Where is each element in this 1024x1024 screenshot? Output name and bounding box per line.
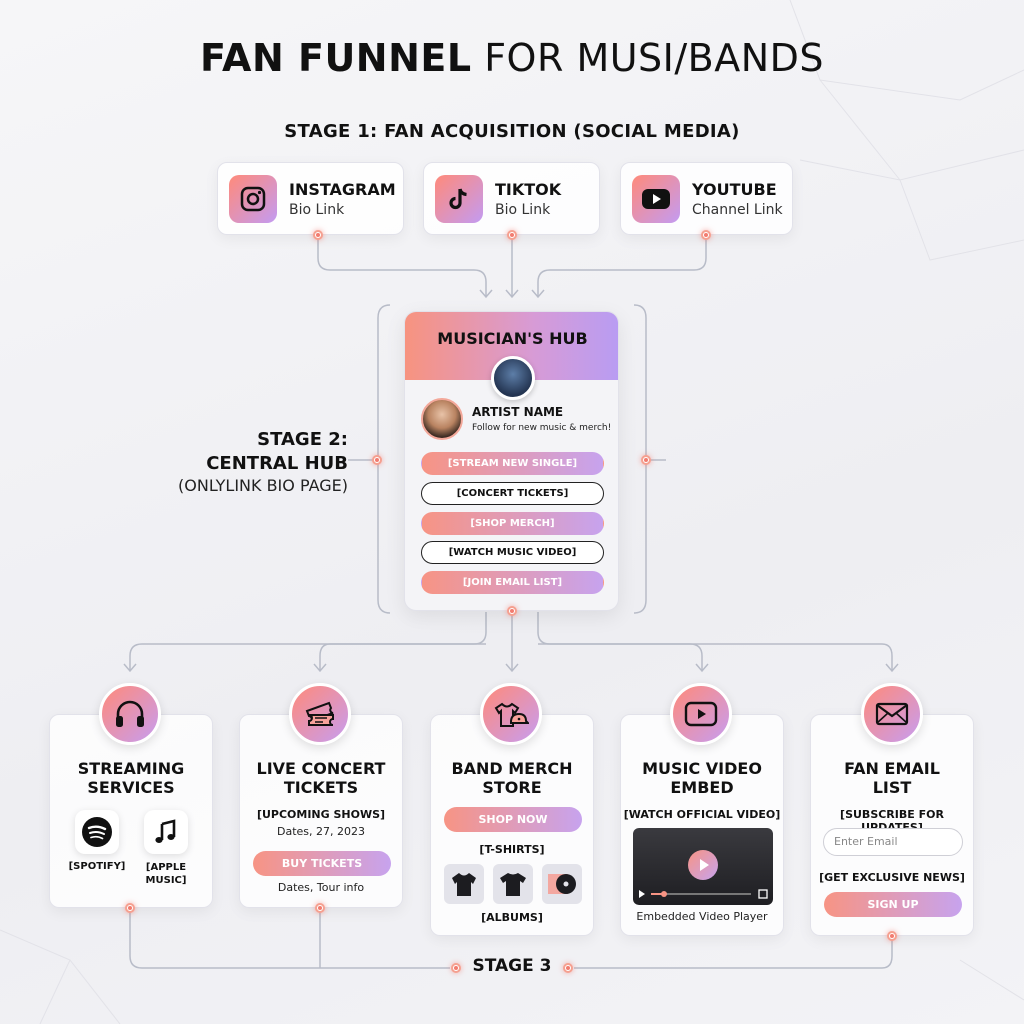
title-light: FOR MUSI/BANDS: [484, 36, 825, 80]
instagram-sub: Bio Link: [289, 201, 345, 218]
buy-tickets-button[interactable]: BUY TICKETS: [253, 851, 391, 876]
albums-label: [ALBUMS]: [481, 911, 543, 924]
tiktok-sub: Bio Link: [495, 201, 551, 218]
streaming-title-line1: STREAMING: [77, 759, 185, 778]
video-title-line1: MUSIC VIDEO: [642, 759, 762, 778]
watch-official-video-label: [WATCH OFFICIAL VIDEO]: [623, 808, 781, 821]
connector-dot: [315, 903, 325, 913]
show-dates: Dates, 27, 2023: [277, 825, 365, 838]
exclusive-news-label: [GET EXCLUSIVE NEWS]: [819, 871, 965, 884]
tshirts-label: [T-SHIRTS]: [479, 843, 545, 856]
hub-cover-avatar: [491, 356, 535, 400]
apple-music-icon[interactable]: [144, 810, 188, 854]
video-title-line2: EMBED: [670, 778, 734, 797]
stream-new-single-button[interactable]: [STREAM NEW SINGLE]: [421, 452, 604, 475]
artist-tagline: Follow for new music & merch!: [472, 423, 612, 433]
album-icon[interactable]: [542, 864, 582, 904]
artist-avatar: [421, 398, 463, 440]
email-field[interactable]: Enter Email: [823, 828, 963, 856]
video-icon: [670, 683, 732, 745]
shop-merch-button[interactable]: [SHOP MERCH]: [421, 512, 604, 535]
tickets-title-line2: TICKETS: [283, 778, 359, 797]
email-title-line1: FAN EMAIL: [844, 759, 940, 778]
apple-label-line2: MUSIC]: [145, 875, 187, 886]
hoodie-icon[interactable]: [444, 864, 484, 904]
connector-dot: [563, 963, 573, 973]
apple-label-line1: [APPLE: [145, 862, 187, 873]
connector-dot: [887, 931, 897, 941]
upcoming-shows-label: [UPCOMING SHOWS]: [256, 808, 386, 821]
page-title: FAN FUNNEL FOR MUSI/BANDS: [0, 36, 1024, 80]
music-video-embed-card: MUSIC VIDEO EMBED [WATCH OFFICIAL VIDEO]…: [620, 714, 784, 936]
musicians-hub-card: MUSICIAN'S HUB ARTIST NAME Follow for ne…: [404, 311, 619, 611]
artist-name: ARTIST NAME: [472, 405, 564, 419]
instagram-icon: [229, 174, 277, 223]
tiktok-name: TIKTOK: [495, 179, 562, 199]
email-title: FAN EMAIL LIST: [811, 759, 973, 797]
spotify-icon[interactable]: [75, 810, 119, 854]
merch-title-line1: BAND MERCH: [451, 759, 573, 778]
stage1-label: STAGE 1: FAN ACQUISITION (SOCIAL MEDIA): [284, 121, 740, 142]
connector-dot: [507, 606, 517, 616]
tiktok-card[interactable]: TIKTOK Bio Link: [423, 162, 600, 235]
tour-info: Dates, Tour info: [277, 881, 365, 894]
youtube-sub: Channel Link: [692, 201, 783, 218]
youtube-card[interactable]: YOUTUBE Channel Link: [620, 162, 793, 235]
connector-dot: [641, 455, 651, 465]
tickets-title-line1: LIVE CONCERT: [256, 759, 386, 778]
spotify-label: [SPOTIFY]: [68, 861, 126, 872]
merch-title-line2: STORE: [482, 778, 542, 797]
sign-up-button[interactable]: SIGN UP: [824, 892, 962, 917]
play-button-icon[interactable]: [688, 850, 718, 880]
connector-dot: [701, 230, 711, 240]
youtube-icon: [632, 174, 680, 223]
video-controls[interactable]: [633, 884, 773, 904]
youtube-name: YOUTUBE: [692, 179, 777, 199]
ticket-icon: [289, 683, 351, 745]
stage2-title-line1: STAGE 2:: [257, 429, 348, 450]
concert-tickets-button[interactable]: [CONCERT TICKETS]: [421, 482, 604, 505]
envelope-icon: [861, 683, 923, 745]
tickets-title: LIVE CONCERT TICKETS: [240, 759, 402, 797]
fan-email-list-card: FAN EMAIL LIST [SUBSCRIBE FOR UPDATES] E…: [810, 714, 974, 936]
hub-title: MUSICIAN'S HUB: [437, 329, 588, 348]
apple-music-label: [APPLE MUSIC]: [84, 861, 248, 887]
connector-dot: [313, 230, 323, 240]
video-title: MUSIC VIDEO EMBED: [621, 759, 783, 797]
shop-now-button[interactable]: SHOP NOW: [444, 807, 582, 832]
stage3-label: STAGE 3: [472, 956, 552, 976]
streaming-title-line2: SERVICES: [87, 778, 175, 797]
email-title-line2: LIST: [872, 778, 912, 797]
title-bold: FAN FUNNEL: [199, 36, 472, 80]
stage2-title-line2: CENTRAL HUB: [206, 453, 348, 474]
video-player[interactable]: [633, 828, 773, 905]
stage2-title: STAGE 2: CENTRAL HUB: [150, 428, 348, 476]
connector-dot: [125, 903, 135, 913]
connector-dot: [372, 455, 382, 465]
tshirt-icon[interactable]: [493, 864, 533, 904]
streaming-title: STREAMING SERVICES: [50, 759, 212, 797]
join-email-list-button[interactable]: [JOIN EMAIL LIST]: [421, 571, 604, 594]
band-merch-store-card: BAND MERCH STORE SHOP NOW [T-SHIRTS] [AL…: [430, 714, 594, 936]
stage2-subtitle: (ONLYLINK BIO PAGE): [178, 476, 348, 495]
headphones-icon: [99, 683, 161, 745]
merch-icon: [480, 683, 542, 745]
connector-dot: [507, 230, 517, 240]
watch-music-video-button[interactable]: [WATCH MUSIC VIDEO]: [421, 541, 604, 564]
video-caption: Embedded Video Player: [636, 910, 768, 923]
instagram-name: INSTAGRAM: [289, 179, 396, 199]
live-concert-tickets-card: LIVE CONCERT TICKETS [UPCOMING SHOWS] Da…: [239, 714, 403, 908]
connector-dot: [451, 963, 461, 973]
instagram-card[interactable]: INSTAGRAM Bio Link: [217, 162, 404, 235]
merch-title: BAND MERCH STORE: [431, 759, 593, 797]
tiktok-icon: [435, 174, 483, 223]
